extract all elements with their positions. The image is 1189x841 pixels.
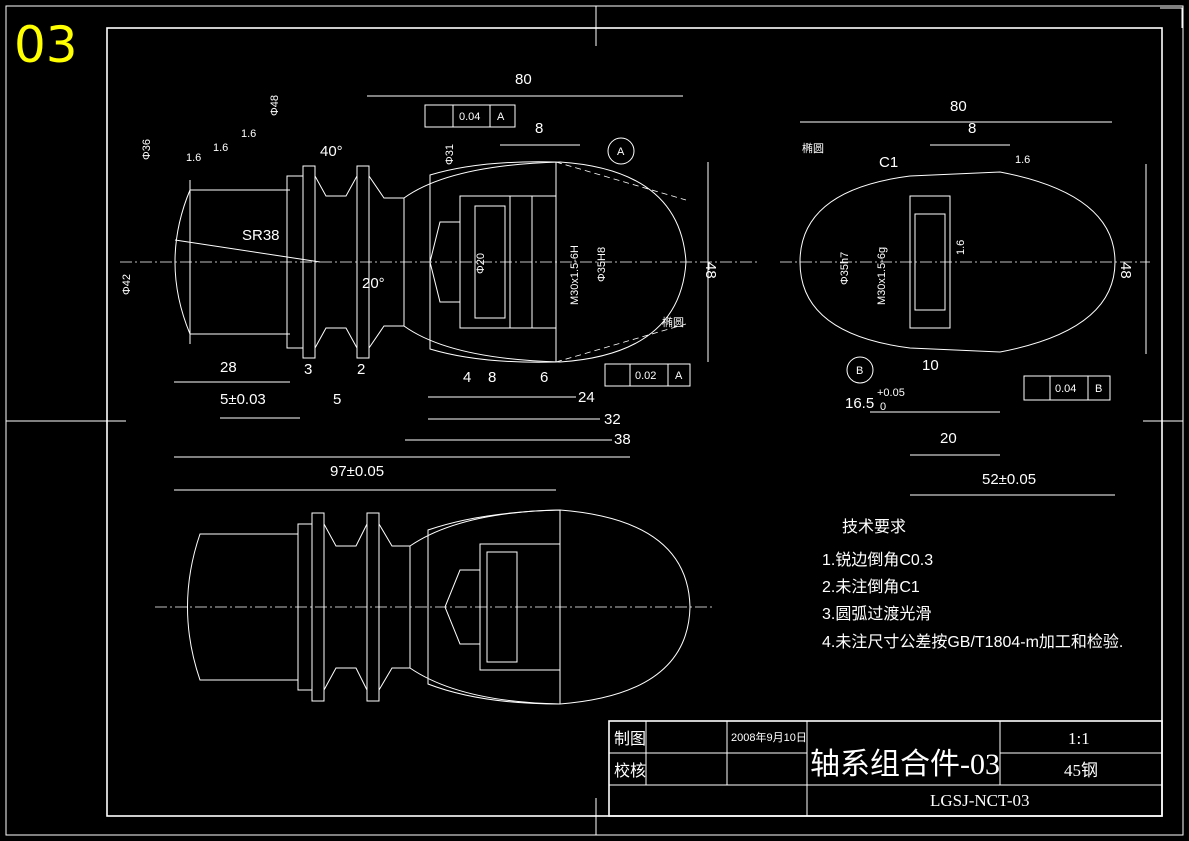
rough-b: 1.6 — [213, 142, 228, 154]
dim-32: 32 — [604, 411, 621, 428]
drawing-number: LGSJ-NCT-03 — [930, 791, 1030, 810]
ellipse-body — [403, 161, 687, 363]
frame-profile-left: 0.04 A — [424, 104, 516, 128]
dim-angle-20: 20° — [362, 275, 385, 292]
lower-view — [155, 509, 712, 705]
dim-38: 38 — [614, 431, 631, 448]
drawn-label: 制图 — [614, 730, 646, 748]
datum-a: A — [617, 146, 625, 158]
rough-right: 1.6 — [1015, 154, 1030, 166]
dim-angle-40: 40° — [320, 143, 343, 160]
dim-2: 2 — [357, 361, 365, 378]
right-ellipse — [799, 171, 1116, 353]
dim-8-bottom: 8 — [488, 369, 496, 386]
requirement-1: 1.锐边倒角C0.3 — [822, 551, 933, 569]
dim-8-left: 8 — [535, 120, 543, 137]
dim-phi35h8: Φ35H8 — [596, 247, 608, 282]
title-block: 制图 校核 2008年9月10日 轴系组合件-03 1:1 45钢 LGSJ-N… — [608, 720, 1163, 817]
requirement-2: 2.未注倒角C1 — [822, 578, 920, 596]
centering-marks — [6, 6, 1183, 835]
rough-a: 1.6 — [186, 152, 201, 164]
requirements-title: 技术要求 — [842, 518, 906, 536]
drawing-date: 2008年9月10日 — [731, 730, 807, 744]
main-view: 80 8 48 Φ36 Φ48 Φ42 Φ31 Φ20 M30x1.5-6H Φ… — [120, 71, 760, 491]
dim-m30-left: M30x1.5-6H — [569, 245, 581, 305]
ellipse-label-right: 椭圆 — [802, 141, 824, 155]
svg-text:A: A — [497, 111, 505, 123]
dim-16-5-low: 0 — [880, 401, 886, 413]
dim-80-right: 80 — [950, 98, 967, 115]
dim-24: 24 — [578, 389, 595, 406]
dim-phi31: Φ31 — [444, 144, 456, 165]
svg-text:0.04: 0.04 — [459, 111, 480, 123]
dim-97: 97±0.05 — [330, 463, 384, 480]
datum-b: B — [856, 365, 863, 377]
dim-52: 52±0.05 — [982, 471, 1036, 488]
inner-border — [106, 27, 1163, 817]
dim-10: 10 — [922, 357, 939, 374]
dim-48-right: 48 — [1117, 262, 1134, 279]
dim-5: 5 — [333, 391, 341, 408]
svg-text:A: A — [675, 370, 683, 382]
dim-80-left: 80 — [515, 71, 532, 88]
checked-label: 校核 — [614, 762, 646, 780]
svg-text:0.02: 0.02 — [635, 370, 656, 382]
requirement-4: 4.未注尺寸公差按GB/T1804-m加工和检验. — [822, 633, 1123, 651]
dim-phi36: Φ36 — [141, 139, 153, 160]
frame-profile-right: 0.04 B — [1023, 375, 1111, 401]
dim-16-5: 16.5 — [845, 395, 874, 412]
dim-20: 20 — [940, 430, 957, 447]
dim-phi35h7: Φ35h7 — [839, 252, 851, 285]
sphere-end — [174, 189, 191, 335]
part-name: 轴系组合件-03 — [810, 748, 1000, 781]
dim-phi48: Φ48 — [269, 95, 281, 116]
frame-perp: 0.02 A — [604, 363, 691, 387]
dim-28: 28 — [220, 359, 237, 376]
dim-5tol: 5±0.03 — [220, 391, 266, 408]
dim-16-5-up: +0.05 — [877, 387, 905, 399]
dim-8-right: 8 — [968, 120, 976, 137]
dim-4: 4 — [463, 369, 471, 386]
rough-c: 1.6 — [241, 128, 256, 140]
dim-3: 3 — [304, 361, 312, 378]
rough-inner: 1.6 — [955, 240, 967, 255]
section-hatch — [429, 161, 557, 363]
dim-phi42: Φ42 — [121, 274, 133, 295]
right-view: 80 8 48 椭圆 C1 1.6 1.6 Φ35h7 M30x1.5-6g 1… — [780, 98, 1150, 496]
sheet-number: 03 — [14, 16, 78, 74]
dim-phi20: Φ20 — [475, 253, 487, 274]
svg-text:B: B — [1095, 383, 1102, 395]
dim-c1: C1 — [879, 154, 898, 171]
datum-b-circle — [846, 356, 874, 384]
ellipse-label-left: 椭圆 — [662, 315, 684, 329]
dim-6: 6 — [540, 369, 548, 386]
outer-border — [5, 5, 1184, 836]
dim-sr38: SR38 — [242, 227, 280, 244]
svg-text:0.04: 0.04 — [1055, 383, 1076, 395]
dim-m30-right: M30x1.5-6g — [876, 247, 888, 305]
material: 45钢 — [1064, 761, 1098, 780]
requirement-3: 3.圆弧过渡光滑 — [822, 605, 931, 623]
datum-a-circle — [607, 137, 635, 165]
dim-48-left: 48 — [702, 262, 719, 279]
scale: 1:1 — [1068, 729, 1090, 748]
tech-requirements: 技术要求 1.锐边倒角C0.3 2.未注倒角C1 3.圆弧过渡光滑 4.未注尺寸… — [822, 518, 1123, 651]
